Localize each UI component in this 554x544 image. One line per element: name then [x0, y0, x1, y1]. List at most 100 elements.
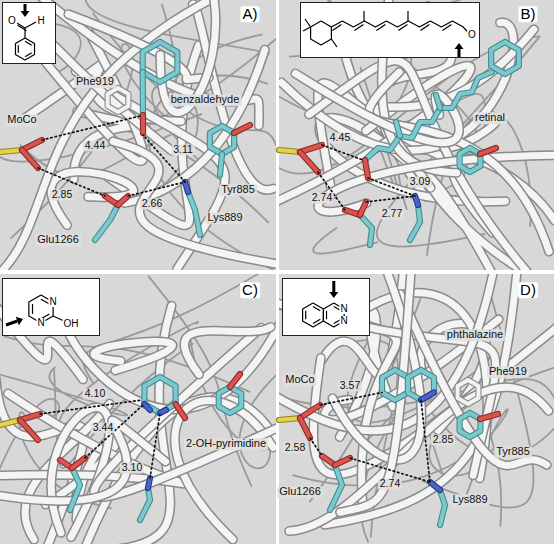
distance-label: 4.10	[83, 388, 107, 399]
chemical-bond	[305, 19, 311, 27]
distance-line	[150, 413, 160, 478]
protein-panel	[279, 0, 554, 270]
residue-label: MoCo	[5, 114, 38, 126]
structure-inset: NNOH	[2, 278, 100, 336]
chemical-bond	[354, 25, 363, 31]
stick-bond	[220, 154, 222, 175]
chemical-bond	[25, 53, 32, 57]
stick-outline	[144, 404, 150, 410]
stick-bond	[234, 125, 250, 133]
ribbon	[295, 74, 459, 143]
stick-outline	[230, 374, 240, 387]
stick-outline	[140, 115, 146, 133]
chemical-bond	[303, 27, 311, 31]
stick-outline	[20, 420, 38, 440]
chemical-bond	[303, 303, 324, 327]
structure-drawing	[3, 3, 57, 65]
stick-outline	[143, 42, 178, 82]
stick-bond	[365, 160, 368, 178]
structure-drawing	[3, 279, 101, 337]
stick-bond	[176, 404, 185, 418]
residue-label: phthalazine	[445, 329, 505, 341]
arrow-head	[329, 292, 338, 298]
stick-bond	[108, 88, 129, 112]
chemical-bond	[305, 311, 306, 319]
protein-panel	[0, 0, 276, 270]
stick-bond	[188, 192, 200, 235]
stick-bond	[160, 410, 166, 413]
stick-outline	[360, 202, 366, 215]
ribbon-edge	[68, 14, 208, 79]
panel-letter: B)	[519, 6, 538, 22]
stick-outline	[335, 458, 350, 465]
residue-label: Glu1266	[35, 234, 81, 246]
ribbon	[94, 342, 173, 371]
residue-label: benzaldehyde	[169, 94, 242, 106]
distance-label: 2.77	[380, 208, 404, 219]
structure-drawing	[301, 3, 481, 59]
stick-bond	[460, 148, 481, 172]
panel-letter: D)	[518, 282, 538, 298]
stick-bond	[0, 150, 22, 152]
ribbon-edge	[295, 74, 459, 143]
stick-outline	[108, 88, 129, 112]
stick-outline	[176, 404, 185, 418]
stick-outline	[460, 413, 481, 437]
stick-bond	[72, 458, 85, 468]
stick-outline	[95, 205, 118, 240]
stick-outline	[430, 482, 440, 490]
chemical-bond	[331, 39, 337, 47]
stick-outline	[410, 205, 420, 240]
chemical-bond	[18, 45, 19, 53]
stick-outline	[480, 148, 496, 154]
stick-bond	[360, 202, 366, 215]
distance-label: 3.57	[338, 380, 362, 391]
distance-label: 2.74	[378, 478, 402, 489]
chemical-bond	[326, 311, 327, 319]
stick-bond	[335, 458, 350, 465]
stick-bond	[20, 420, 38, 440]
ribbon-edge	[124, 50, 264, 203]
stick-outline	[300, 145, 322, 152]
stick-bond	[219, 387, 242, 413]
atom-label: O	[467, 30, 477, 40]
residue-label: Glu1266	[277, 486, 323, 498]
residue-label: retinal	[473, 112, 507, 124]
chemical-bond	[311, 21, 332, 45]
stick-bond	[491, 42, 519, 74]
stick-bond	[70, 468, 80, 510]
stick-bond	[330, 465, 342, 510]
residue-label: Lys889	[205, 212, 244, 224]
stick-outline	[220, 154, 222, 175]
residue-label: 2-OH-pyrimidine	[184, 438, 268, 450]
stick-outline	[185, 182, 188, 192]
stick-bond	[440, 490, 445, 525]
stick-outline	[365, 160, 368, 178]
ribbon-edge	[113, 141, 276, 266]
stick-outline	[118, 196, 128, 205]
distance-label: 3.44	[91, 422, 115, 433]
ribbon	[279, 274, 494, 431]
arrow-shaft	[458, 49, 461, 57]
coil	[83, 274, 272, 383]
stick-bond	[300, 418, 310, 438]
distance-line	[322, 145, 363, 160]
stick-outline	[70, 468, 80, 510]
stick-outline	[148, 478, 150, 488]
stick-outline	[360, 215, 372, 245]
residue-label: MoCo	[283, 374, 316, 386]
chemical-bond	[331, 21, 463, 27]
chemical-bond	[25, 22, 36, 28]
stick-outline	[0, 150, 22, 152]
ribbon	[0, 420, 166, 501]
distance-line	[310, 438, 322, 456]
stick-bond	[458, 380, 479, 404]
stick-bond	[279, 418, 300, 420]
chemical-bond	[407, 11, 408, 21]
stick-outline	[188, 192, 200, 235]
ribbon	[184, 327, 270, 374]
distance-line	[85, 404, 144, 458]
stick-bond	[148, 478, 150, 488]
chemical-bond	[15, 38, 34, 60]
